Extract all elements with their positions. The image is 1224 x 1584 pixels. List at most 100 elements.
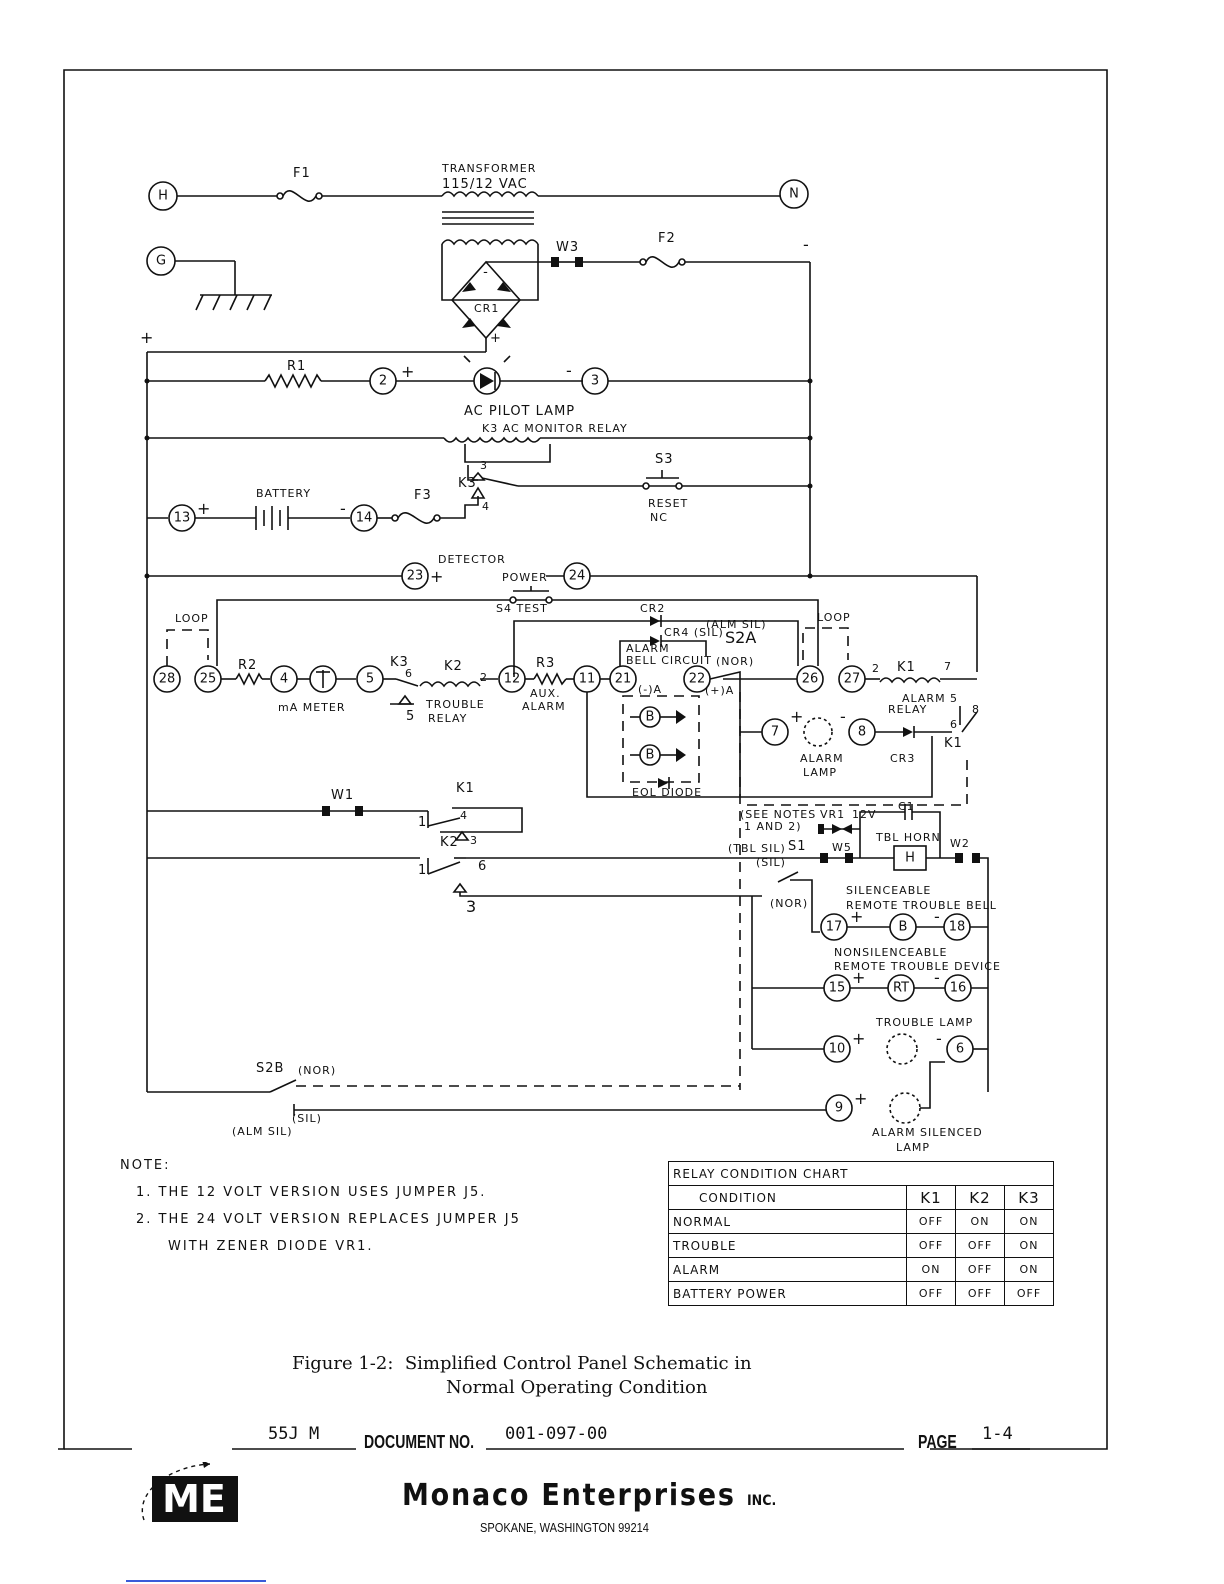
- svg-text:10: 10: [829, 1042, 846, 1057]
- terminal-7: [761, 718, 789, 746]
- bottom-link-underline: [126, 1580, 266, 1582]
- svg-text:8: 8: [858, 725, 866, 740]
- svg-text:26: 26: [802, 672, 819, 687]
- svg-text:REMOTE TROUBLE BELL: REMOTE TROUBLE BELL: [846, 899, 997, 912]
- resistor-r1: [264, 373, 322, 389]
- table-cell: ON: [1004, 1233, 1054, 1258]
- terminal-23: [401, 562, 429, 590]
- svg-text:4: 4: [460, 809, 468, 822]
- svg-text:G: G: [156, 254, 166, 269]
- svg-text:RELAY: RELAY: [888, 703, 927, 716]
- svg-text:22: 22: [689, 672, 706, 687]
- svg-text:EOL DIODE: EOL DIODE: [632, 786, 702, 799]
- table-title: RELAY CONDITION CHART: [668, 1161, 1054, 1186]
- svg-text:LOOP: LOOP: [175, 612, 209, 625]
- company-name: Monaco Enterprises INC.: [402, 1478, 776, 1513]
- table-row: ALARM ON OFF ON: [668, 1257, 1054, 1282]
- svg-text:18: 18: [949, 920, 966, 935]
- alarm-bell-circuit: CR4 (SIL) (ALM SIL) S2A ALARM BELL CIRCU…: [586, 618, 766, 1090]
- svg-text:POWER: POWER: [502, 571, 548, 584]
- svg-text:ALARM SILENCED: ALARM SILENCED: [872, 1126, 983, 1139]
- svg-text:S1: S1: [788, 839, 807, 854]
- note-item: 2. THE 24 VOLT VERSION REPLACES JUMPER J…: [136, 1212, 521, 1227]
- svg-text:-: -: [483, 265, 489, 280]
- svg-text:(-)A: (-)A: [638, 683, 662, 696]
- svg-text:+: +: [490, 331, 502, 346]
- resistor-r2: [235, 672, 263, 686]
- ac-input-line: H F1 N TRANSFORMER 115/12 VAC: [148, 162, 809, 246]
- ac-pilot-lamp-row: R1 2 + - 3 AC PILOT LAMP: [144, 355, 813, 419]
- svg-text:-: -: [566, 361, 572, 380]
- table-row: TROUBLE OFF OFF ON: [668, 1233, 1054, 1258]
- trouble-horn-area: (SEE NOTES 1 AND 2) VR1 12V C1 TBL HORN …: [728, 800, 989, 1092]
- svg-text:R1: R1: [287, 359, 306, 374]
- svg-text:2: 2: [379, 374, 387, 389]
- svg-text:2: 2: [480, 671, 488, 684]
- table-row: BATTERY POWER OFF OFF OFF: [668, 1281, 1054, 1306]
- table-cell: OFF: [955, 1281, 1005, 1306]
- terminal-9: [825, 1094, 853, 1122]
- svg-text:DETECTOR: DETECTOR: [438, 553, 506, 566]
- column-header: CONDITION: [668, 1185, 907, 1210]
- svg-text:ALARM: ALARM: [522, 700, 566, 713]
- svg-text:AC PILOT LAMP: AC PILOT LAMP: [464, 404, 575, 419]
- svg-text:ME: ME: [162, 1477, 226, 1521]
- svg-text:RESET: RESET: [648, 497, 688, 510]
- svg-text:-: -: [936, 1029, 942, 1048]
- svg-text:R3: R3: [536, 656, 555, 671]
- svg-text:K1: K1: [944, 736, 963, 751]
- detector-power-row: 23 + DETECTOR POWER 24: [144, 553, 978, 672]
- note-item: WITH ZENER DIODE VR1.: [168, 1239, 374, 1254]
- note-item: 1. THE 12 VOLT VERSION USES JUMPER J5.: [136, 1185, 487, 1200]
- svg-text:(+)A: (+)A: [705, 684, 734, 697]
- svg-text:1: 1: [418, 863, 427, 878]
- svg-text:K1: K1: [897, 660, 916, 675]
- transformer-secondary: [441, 239, 539, 246]
- table-cell: ALARM: [668, 1257, 907, 1282]
- fuse-f3: [397, 512, 435, 524]
- svg-text:S4 TEST: S4 TEST: [496, 602, 548, 615]
- svg-text:3: 3: [591, 374, 599, 389]
- svg-text:-: -: [840, 707, 846, 726]
- svg-text:4: 4: [280, 672, 288, 687]
- svg-text:17: 17: [826, 920, 843, 935]
- table-cell: ON: [955, 1209, 1005, 1234]
- svg-text:VR1: VR1: [820, 808, 845, 821]
- svg-text:+: +: [850, 907, 863, 926]
- svg-text:W3: W3: [556, 240, 579, 255]
- table-cell: OFF: [906, 1281, 956, 1306]
- svg-text:6: 6: [950, 718, 958, 731]
- svg-text:CR1: CR1: [474, 302, 499, 315]
- svg-text:4: 4: [482, 500, 490, 513]
- svg-text:LAMP: LAMP: [803, 766, 837, 779]
- svg-text:ALARM: ALARM: [902, 692, 946, 705]
- svg-text:2: 2: [872, 662, 880, 675]
- svg-text:+: +: [852, 968, 865, 987]
- svg-text:(SEE NOTES: (SEE NOTES: [740, 808, 816, 821]
- svg-text:B: B: [646, 710, 655, 725]
- svg-text:B: B: [646, 748, 655, 763]
- svg-text:LAMP: LAMP: [896, 1141, 930, 1154]
- svg-text:mA METER: mA METER: [278, 701, 346, 714]
- svg-text:BELL CIRCUIT: BELL CIRCUIT: [626, 654, 712, 667]
- svg-text:S2A: S2A: [725, 628, 756, 647]
- svg-text:TBL HORN: TBL HORN: [875, 831, 941, 844]
- svg-text:5: 5: [366, 672, 374, 687]
- svg-text:B: B: [899, 920, 908, 935]
- svg-text:K2: K2: [444, 659, 463, 674]
- battery-row: 13 + BATTERY - 14 F3 4 3 K3 S3 RESET NC: [147, 452, 813, 532]
- svg-text:S2B: S2B: [256, 1061, 284, 1076]
- svg-text:(NOR): (NOR): [716, 655, 754, 668]
- svg-text:ALARM: ALARM: [800, 752, 844, 765]
- svg-text:LOOP: LOOP: [817, 611, 851, 624]
- trouble-lamp: [886, 1033, 918, 1065]
- alarm-lamp-row: 7 + - 8 CR3 6 5 8 K1 ALARM LAMP: [740, 692, 979, 806]
- svg-text:(SIL): (SIL): [292, 1112, 322, 1125]
- svg-text:(TBL SIL): (TBL SIL): [728, 842, 786, 855]
- svg-text:REMOTE TROUBLE DEVICE: REMOTE TROUBLE DEVICE: [834, 960, 1001, 973]
- svg-text:15: 15: [829, 981, 846, 996]
- page-number: 1-4: [982, 1424, 1013, 1444]
- svg-text:BATTERY: BATTERY: [256, 487, 311, 500]
- svg-text:(NOR): (NOR): [298, 1064, 336, 1077]
